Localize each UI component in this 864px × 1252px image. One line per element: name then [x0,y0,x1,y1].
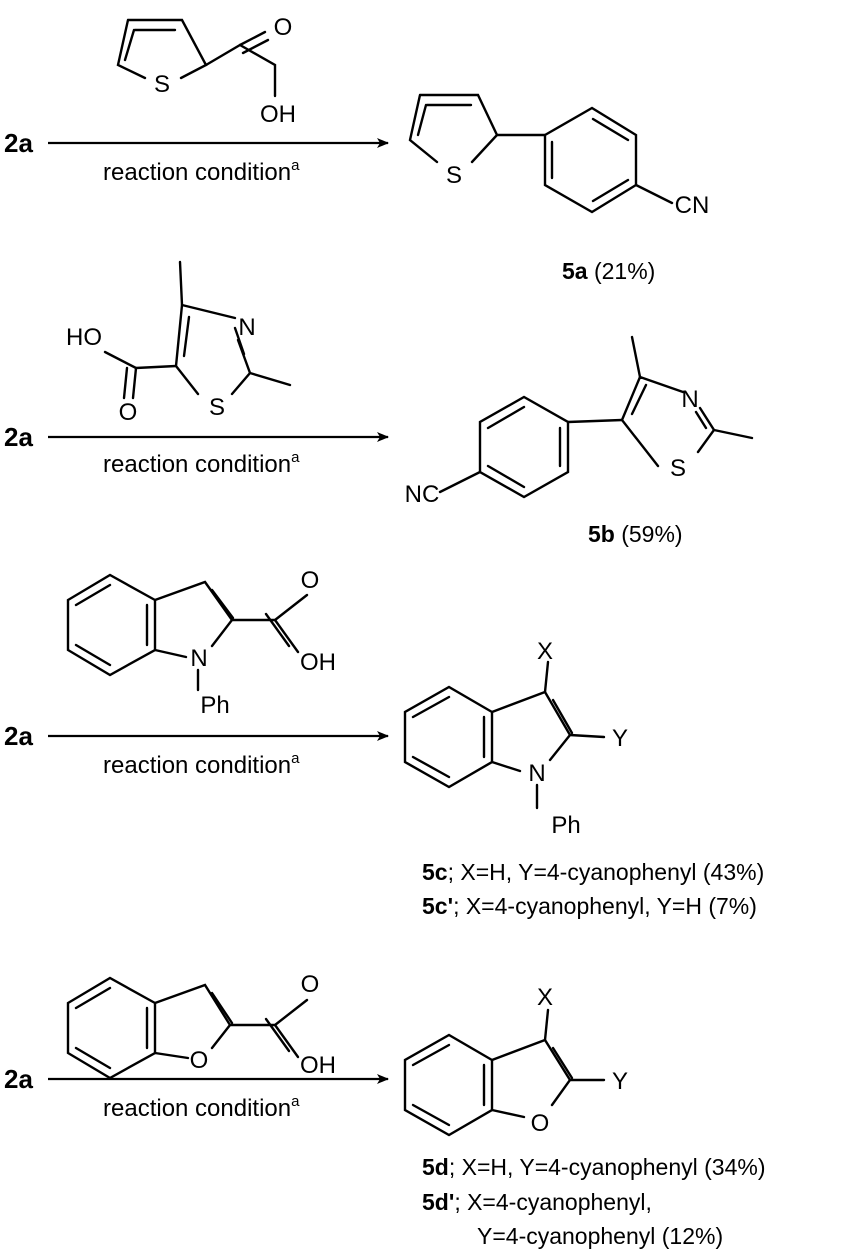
nitrogen-atom: N [681,386,698,413]
sulfur-atom: S [154,71,170,98]
nitrogen-atom: N [238,314,255,341]
sulfur-atom: S [209,394,225,421]
product-5c-prime-label: 5c'; X=4-cyanophenyl, Y=H (7%) [422,893,757,919]
reaction-4: O O OH 2a reaction conditiona X Y O 5d; … [4,971,766,1249]
phenyl-group: Ph [200,692,229,719]
product-5c-label: 5c; X=H, Y=4-cyanophenyl (43%) [422,859,764,885]
benzofuran-2-carboxylic-acid: O O OH [66,971,336,1080]
product-5b-structure: N S NC [405,335,754,508]
reaction-condition: reaction conditiona [103,750,300,779]
thiophene-2-carboxylic-acid: S O OH [116,14,296,128]
reactant-label: 2a [4,721,33,751]
reactant-label: 2a [4,422,33,452]
phenyl-group: Ph [551,812,580,839]
y-substituent: Y [612,1068,628,1095]
product-5a-structure: S CN [408,93,710,219]
sulfur-atom: S [446,162,462,189]
product-5d-prime-label-line2: Y=4-cyanophenyl (12%) [477,1223,723,1249]
reaction-condition: reaction conditiona [103,449,300,478]
y-substituent: Y [612,725,628,752]
reaction-3: N O OH Ph 2a reaction conditiona X Y N P… [4,567,764,919]
oxygen-atom: O [190,1047,209,1074]
oxygen-atom: O [274,14,293,41]
cyano-group: CN [675,192,710,219]
reaction-2: N S HO O 2a reaction conditiona N S NC 5… [4,260,754,547]
oxygen-atom: O [119,399,138,426]
reaction-condition: reaction conditiona [103,157,300,186]
product-5d-label: 5d; X=H, Y=4-cyanophenyl (34%) [422,1154,766,1180]
hydroxyl-group: OH [300,1052,336,1079]
reaction-condition: reaction conditiona [103,1093,300,1122]
sulfur-atom: S [670,455,686,482]
hydroxyl-group: OH [260,101,296,128]
product-5a-label: 5a (21%) [562,258,655,284]
product-5b-label: 5b (59%) [588,521,683,547]
cyano-group: NC [405,481,440,508]
x-substituent: X [537,638,553,665]
dimethylthiazole-carboxylic-acid: N S HO O [66,260,292,426]
oxygen-atom: O [301,567,320,594]
product-5c-structure: X Y N Ph [403,638,628,839]
nitrogen-atom: N [190,645,207,672]
hydroxyl-group: OH [300,649,336,676]
oxygen-atom: O [531,1110,550,1137]
n-phenylindole-2-carboxylic-acid: N O OH Ph [66,567,336,719]
nitrogen-atom: N [528,760,545,787]
reactant-label: 2a [4,1064,33,1094]
reactant-label: 2a [4,128,33,158]
x-substituent: X [537,984,553,1011]
reaction-1: S O OH 2a reaction conditiona S CN 5a (2… [4,14,709,284]
product-5d-prime-label: 5d'; X=4-cyanophenyl, [422,1189,652,1215]
hydroxyl-group: HO [66,324,102,351]
product-5d-structure: X Y O [403,984,628,1137]
oxygen-atom: O [301,971,320,998]
